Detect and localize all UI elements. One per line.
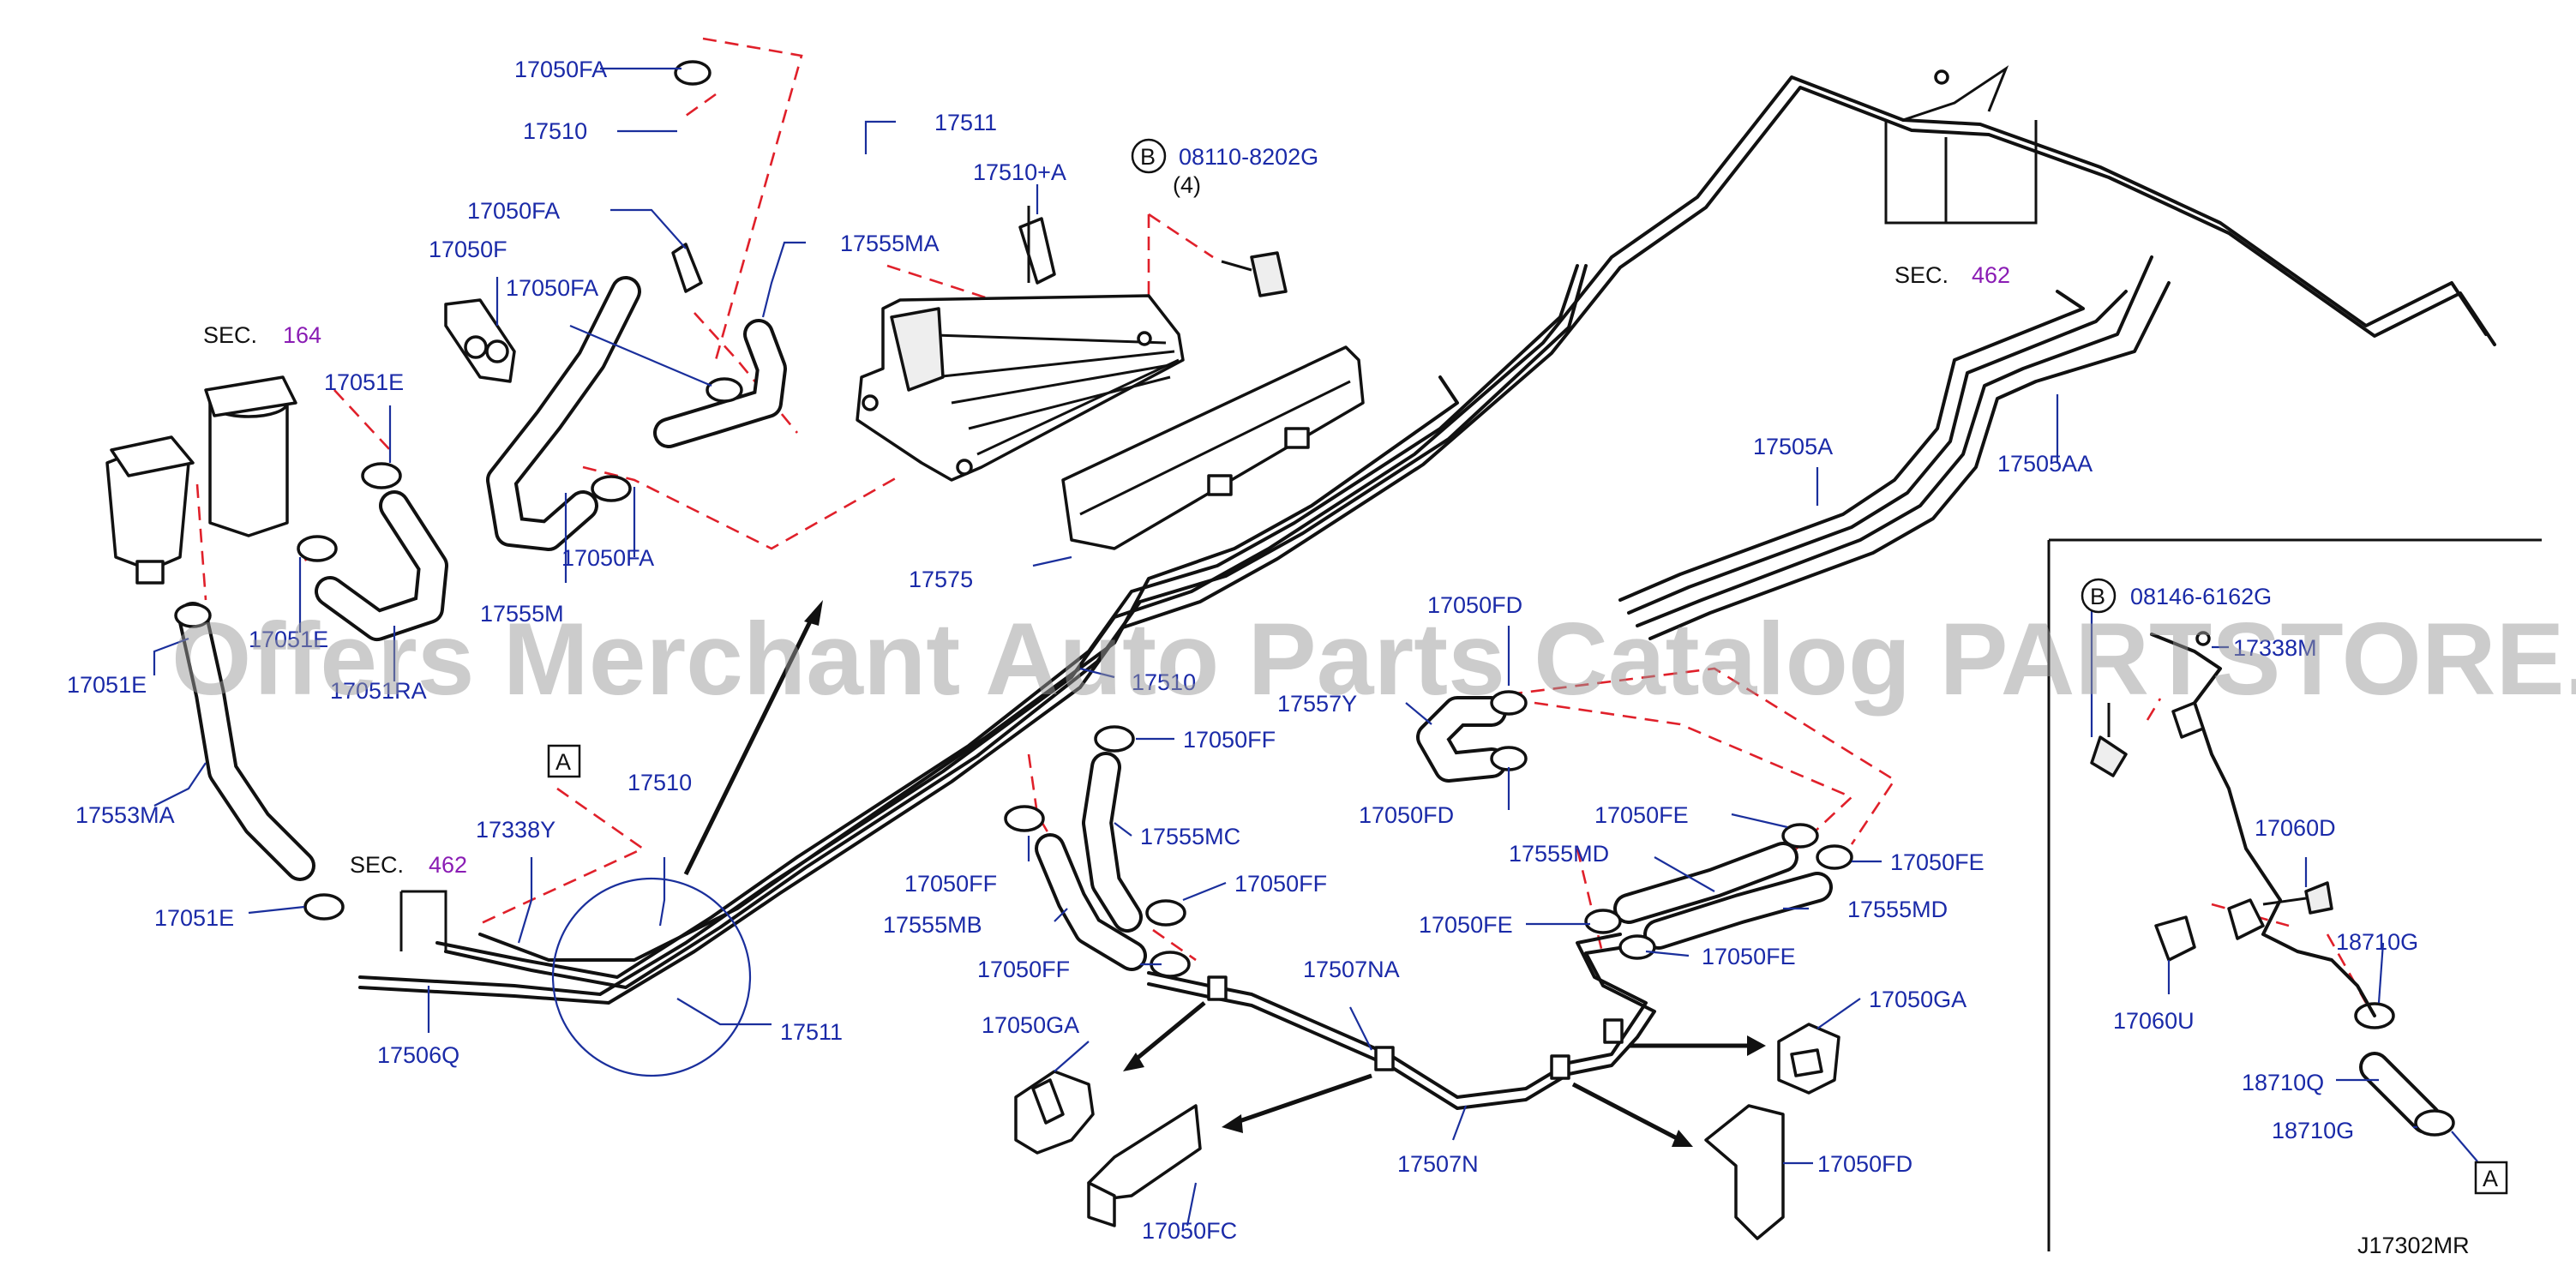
label-17510[interactable]: 17510 bbox=[627, 770, 692, 795]
label-17050FC[interactable]: 17050FC bbox=[1142, 1218, 1237, 1244]
label-17050GA[interactable]: 17050GA bbox=[1869, 987, 1967, 1012]
label-17051E[interactable]: 17051E bbox=[324, 369, 404, 395]
watermark: Offers Merchant Auto Parts Catalog PARTS… bbox=[171, 602, 2576, 717]
label-17510[interactable]: 17510 bbox=[523, 118, 587, 144]
label-18710G[interactable]: 18710G bbox=[2272, 1118, 2354, 1143]
label-bolt-08110-8202G[interactable]: 08110-8202G bbox=[1179, 144, 1318, 170]
label-bolt-qty: (4) bbox=[1173, 172, 1201, 198]
bolt-badge-1 bbox=[1131, 138, 1167, 174]
label-17050FF[interactable]: 17050FF bbox=[1183, 727, 1276, 753]
label-17510A[interactable]: 17510+A bbox=[973, 159, 1066, 185]
bolt-badge-letter-2: B bbox=[2090, 584, 2105, 609]
label-sec-ref-462-top[interactable]: 462 bbox=[1972, 262, 2010, 288]
fuel-filter-assembly bbox=[105, 375, 297, 585]
label-17050FD[interactable]: 17050FD bbox=[1427, 592, 1522, 618]
label-17050FE[interactable]: 17050FE bbox=[1890, 849, 1985, 875]
label-17511[interactable]: 17511 bbox=[934, 110, 997, 135]
bolts bbox=[1221, 251, 2333, 962]
label-17506Q[interactable]: 17506Q bbox=[377, 1042, 459, 1068]
label-18710Q[interactable]: 18710Q bbox=[2242, 1070, 2324, 1095]
ref-marker-box-right bbox=[2474, 1161, 2508, 1195]
sec-462-top-bracket bbox=[1884, 65, 2038, 225]
label-17050FA[interactable]: 17050FA bbox=[467, 198, 560, 224]
label-17555MC[interactable]: 17555MC bbox=[1140, 824, 1240, 849]
label-17338M[interactable]: 17338M bbox=[2233, 635, 2317, 661]
label-17050GA[interactable]: 17050GA bbox=[982, 1012, 1079, 1038]
leader-lines bbox=[153, 67, 2478, 1227]
label-17051E[interactable]: 17051E bbox=[67, 672, 147, 698]
label-17557Y[interactable]: 17557Y bbox=[1277, 691, 1357, 717]
clips-brackets bbox=[1014, 1023, 1840, 1240]
evap-canister bbox=[856, 206, 1185, 482]
label-17051E[interactable]: 17051E bbox=[249, 627, 328, 652]
callout-arrows bbox=[683, 600, 1766, 1147]
label-17575[interactable]: 17575 bbox=[909, 567, 973, 592]
label-17051E[interactable]: 17051E bbox=[154, 905, 234, 931]
label-17505A[interactable]: 17505A bbox=[1753, 434, 1833, 459]
label-sec-lower-left: SEC. bbox=[350, 852, 404, 878]
label-17050FF[interactable]: 17050FF bbox=[1234, 871, 1327, 897]
label-17050FA[interactable]: 17050FA bbox=[506, 275, 598, 301]
label-17050FE[interactable]: 17050FE bbox=[1702, 944, 1796, 969]
label-17511[interactable]: 17511 bbox=[780, 1019, 843, 1045]
label-17050F[interactable]: 17050F bbox=[429, 237, 507, 262]
bolt-badge-letter-1: B bbox=[1140, 144, 1156, 170]
detail-panel bbox=[2047, 538, 2542, 1251]
label-17510[interactable]: 17510 bbox=[1132, 669, 1196, 695]
tank-fill-lines bbox=[1618, 255, 2171, 640]
label-17553MA[interactable]: 17553MA bbox=[75, 802, 175, 828]
label-17050FD[interactable]: 17050FD bbox=[1359, 802, 1454, 828]
diagram-code: J17302MR bbox=[2357, 1233, 2470, 1258]
label-17060D[interactable]: 17060D bbox=[2255, 815, 2336, 841]
label-17338Y[interactable]: 17338Y bbox=[476, 817, 555, 843]
label-17507N[interactable]: 17507N bbox=[1397, 1151, 1479, 1177]
bolt-badge-2 bbox=[2081, 578, 2117, 614]
label-sec-ref-164[interactable]: 164 bbox=[283, 322, 321, 348]
label-17555MB[interactable]: 17555MB bbox=[883, 912, 982, 938]
label-17505AA[interactable]: 17505AA bbox=[1997, 451, 2093, 477]
label-17050FF[interactable]: 17050FF bbox=[977, 957, 1070, 982]
hoses bbox=[177, 276, 2441, 1134]
label-17050FD[interactable]: 17050FD bbox=[1817, 1151, 1912, 1177]
lower-lines bbox=[1147, 933, 1656, 1110]
part-labels: 17050FA 17510 17511 17510+A 17050FA 1755… bbox=[67, 57, 2508, 1258]
label-17555MD[interactable]: 17555MD bbox=[1847, 897, 1948, 922]
label-17507NA[interactable]: 17507NA bbox=[1303, 957, 1400, 982]
label-17050FA[interactable]: 17050FA bbox=[561, 545, 654, 571]
label-sec-left: SEC. bbox=[203, 322, 257, 348]
main-fuel-lines bbox=[358, 75, 2496, 1005]
ref-marker-left[interactable]: A bbox=[555, 749, 571, 775]
label-sec-ref-462-lower[interactable]: 462 bbox=[429, 852, 467, 878]
ref-marker-right[interactable]: A bbox=[2483, 1166, 2498, 1191]
label-sec-top-right: SEC. bbox=[1894, 262, 1949, 288]
label-17555M[interactable]: 17555M bbox=[480, 601, 564, 627]
label-17060U[interactable]: 17060U bbox=[2113, 1008, 2195, 1034]
label-17050FE[interactable]: 17050FE bbox=[1419, 912, 1513, 938]
label-17050FF[interactable]: 17050FF bbox=[904, 871, 997, 897]
label-18710G[interactable]: 18710G bbox=[2336, 929, 2418, 955]
label-17555MD[interactable]: 17555MD bbox=[1509, 841, 1609, 867]
label-17050FA[interactable]: 17050FA bbox=[514, 57, 607, 82]
label-17050FE[interactable]: 17050FE bbox=[1594, 802, 1689, 828]
hose-clamps bbox=[174, 60, 2455, 1137]
label-bolt-08146-6162G[interactable]: 08146-6162G bbox=[2130, 584, 2272, 609]
heat-shield bbox=[1061, 345, 1365, 550]
ref-marker-box-left bbox=[547, 744, 581, 778]
zoom-circle bbox=[551, 877, 752, 1077]
label-17555MA[interactable]: 17555MA bbox=[840, 231, 940, 256]
label-17051RA[interactable]: 17051RA bbox=[330, 678, 427, 704]
